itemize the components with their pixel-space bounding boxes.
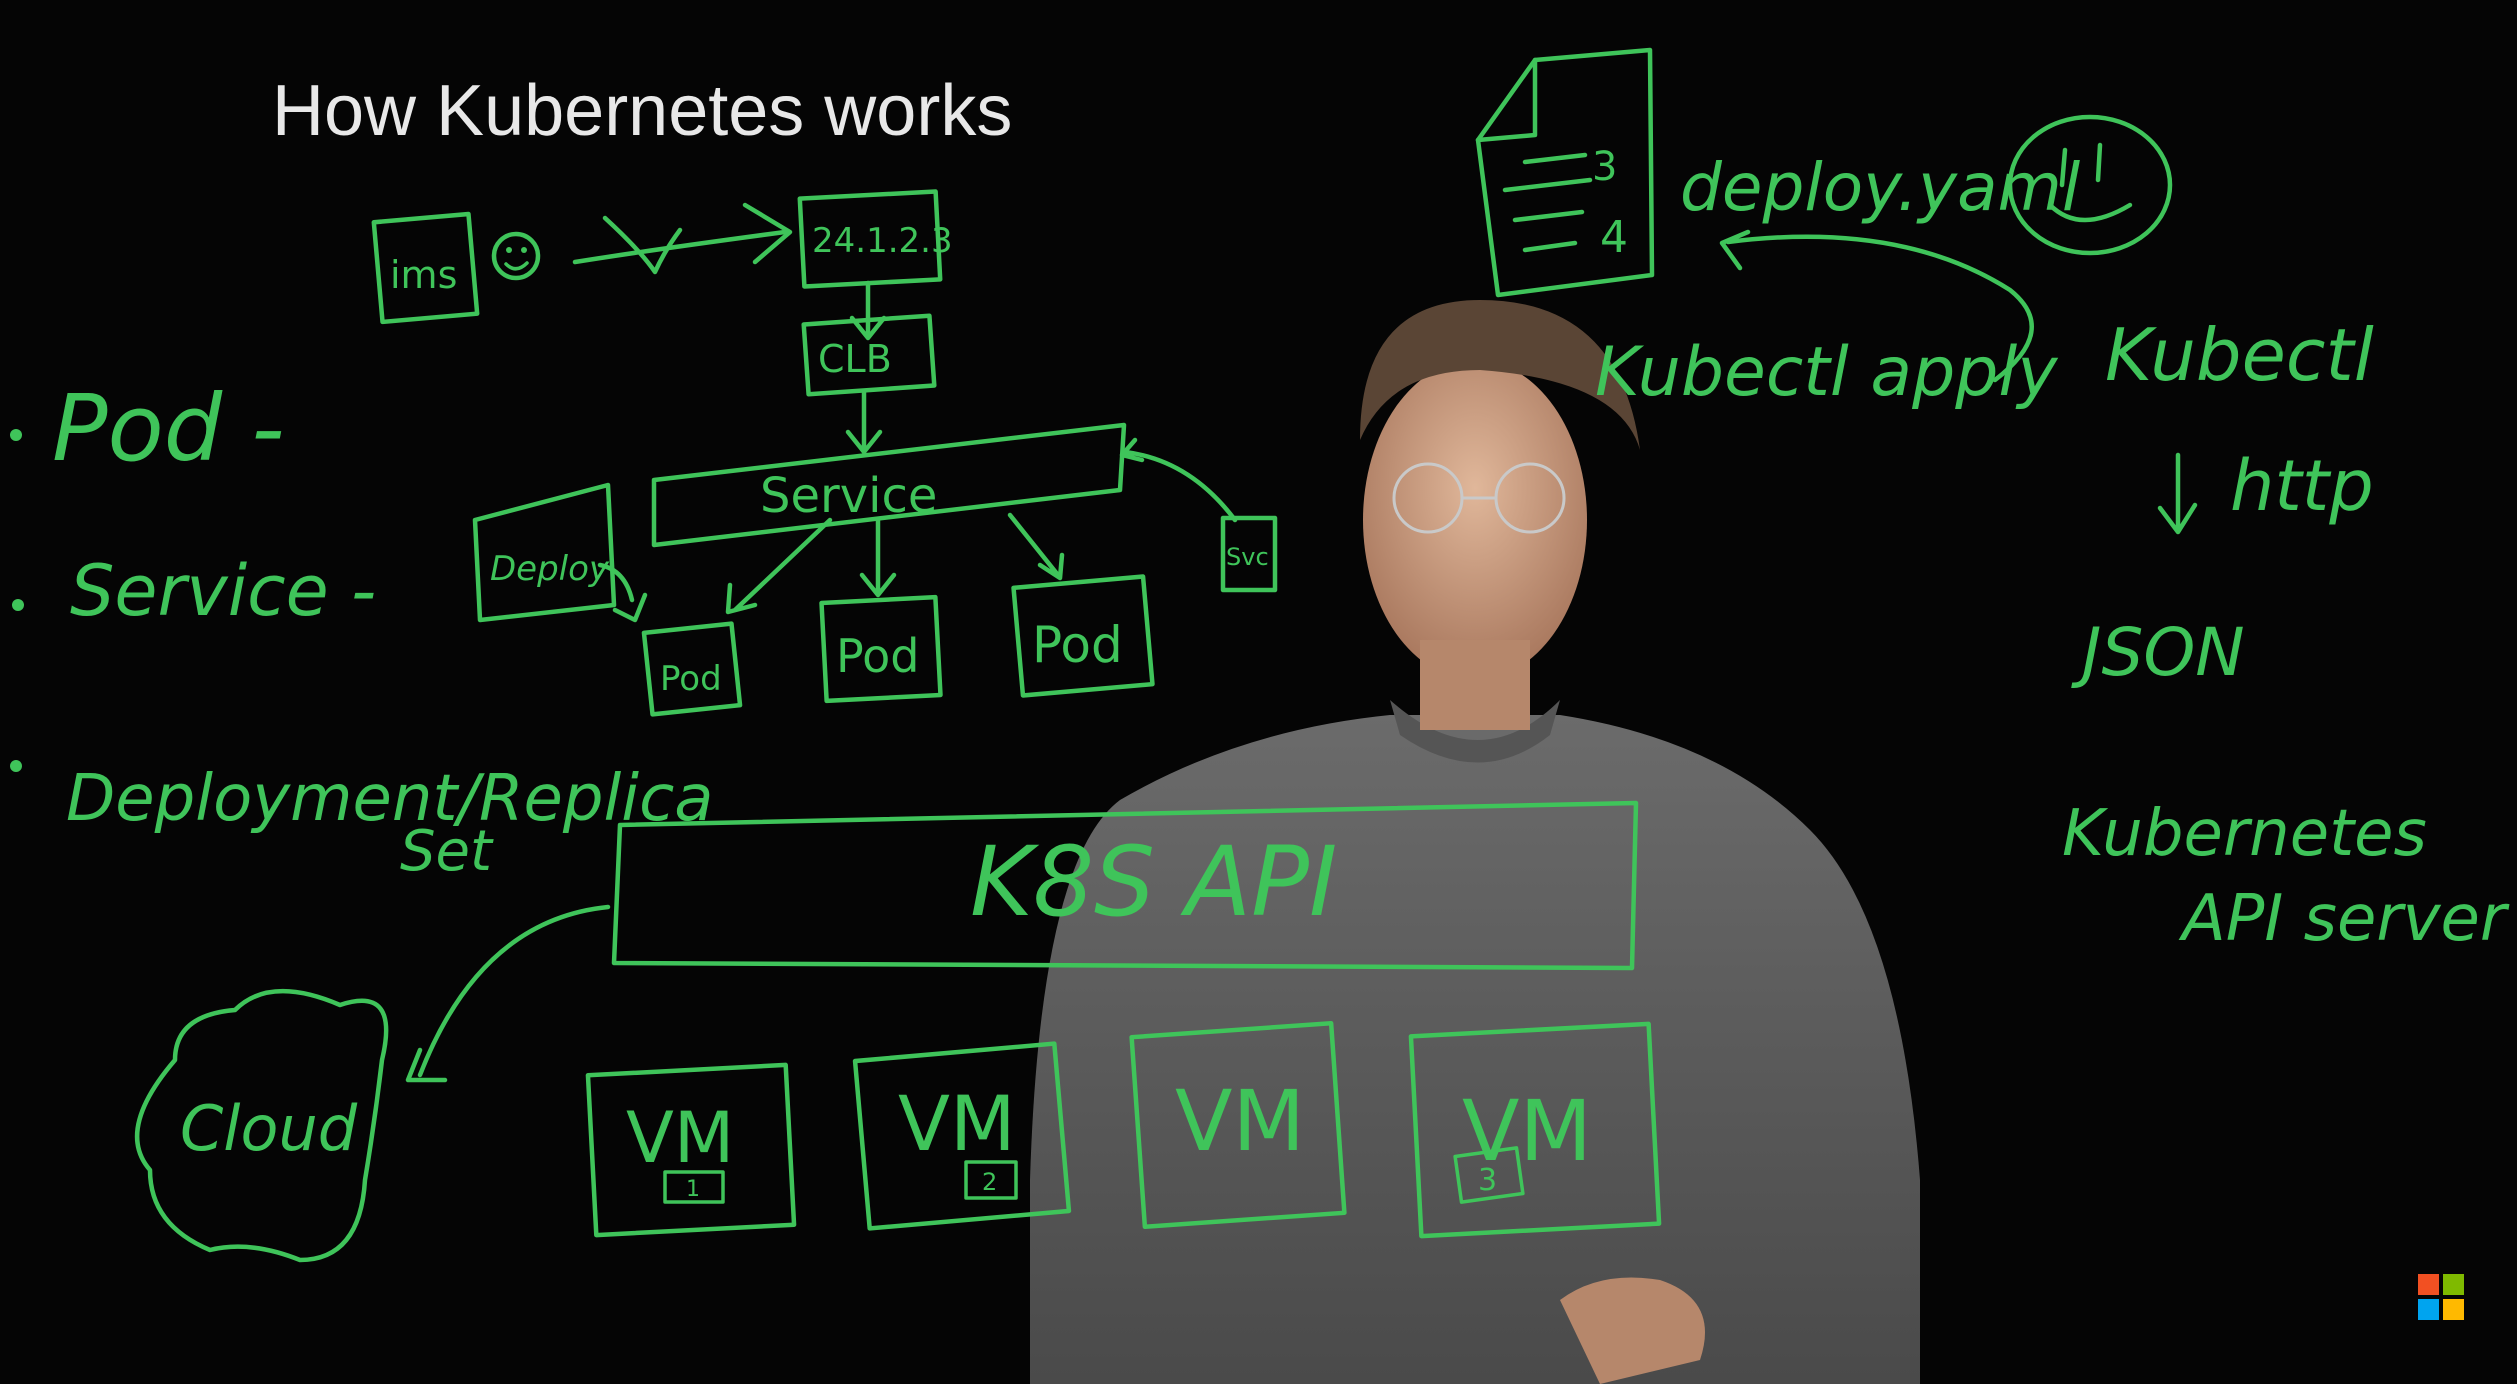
logo-square: [2443, 1274, 2464, 1295]
service-block: Service Svc: [651, 422, 1278, 615]
pod-box: [641, 621, 743, 717]
pod-row: Pod Pod Pod: [641, 574, 1155, 717]
vm-badge-label: 2: [982, 1168, 997, 1196]
vm-box: [1408, 1021, 1662, 1239]
arrow-down: [859, 517, 897, 598]
vm-label: VM: [626, 1097, 734, 1179]
cloud-label: Cloud: [180, 1092, 358, 1165]
cloud-arrow: [405, 904, 611, 1083]
kubectl-apply-label: Kubectl apply: [1595, 333, 2058, 412]
apply-arrow: [1725, 234, 2034, 383]
logo-square: [2418, 1274, 2439, 1295]
yaml-line-number: 4: [1600, 212, 1628, 263]
bullet-pod: Pod -: [52, 375, 285, 482]
document-icon: [1475, 47, 1655, 298]
cloud-shape: [134, 988, 389, 1263]
kubectl-apply-note: Kubectl apply: [1595, 229, 2058, 412]
arrow-down: [1007, 512, 1065, 581]
cloud-block: Cloud: [134, 904, 611, 1263]
arrow-down: [2157, 452, 2198, 535]
pod-box: [819, 594, 943, 704]
json-label: JSON: [2071, 614, 2245, 691]
bullet-deployment: Deployment/Replica: [66, 762, 713, 836]
vm-label: VM: [898, 1079, 1016, 1168]
smiley-face-icon: [491, 231, 541, 281]
vm-badge-label: 3: [1478, 1163, 1497, 1198]
deploy-box: [472, 482, 617, 623]
http-label: http: [2230, 445, 2374, 527]
k8s-api-box: [611, 800, 1639, 971]
clb-label: CLB: [818, 337, 892, 381]
ingress-flow: ims 24.1.2.3 CLB: [371, 189, 953, 455]
bullet-dot: [10, 429, 22, 441]
logo-square: [2418, 1299, 2439, 1320]
bullet-dot: [12, 599, 24, 611]
microsoft-logo-icon: [2418, 1274, 2464, 1320]
yaml-document: 3 4 deploy.yaml: [1475, 47, 2081, 298]
vm-badge: [964, 1160, 1018, 1200]
ims-box: [371, 211, 480, 325]
bullet-deployment-set: Set: [400, 819, 494, 884]
server-label-line1: Kubernetes: [2062, 797, 2427, 871]
k8s-api-block: K8S API: [611, 800, 1639, 971]
yaml-line-number: 3: [1592, 144, 1617, 190]
document-fold: [1475, 57, 1538, 143]
svc-box: [1220, 515, 1278, 593]
vm-label: VM: [1175, 1072, 1305, 1170]
vm-badge: [663, 1170, 725, 1204]
ip-label: 24.1.2.3: [812, 221, 953, 261]
ip-box: [797, 189, 943, 289]
vm-box: [585, 1062, 797, 1238]
clb-box: [801, 313, 937, 397]
service-label: Service: [760, 468, 937, 524]
kubectl-label: Kubectl: [2105, 313, 2374, 397]
svc-arrow: [1119, 437, 1238, 523]
vm-badge-label: 1: [686, 1177, 700, 1202]
ims-label: ims: [390, 253, 457, 297]
pod-label: Pod: [1032, 616, 1123, 674]
vm-box: [852, 1041, 1072, 1231]
arrow-head: [602, 215, 683, 275]
k8s-api-label: K8S API: [970, 826, 1337, 938]
vm-box: [1129, 1021, 1347, 1229]
pod-label: Pod: [660, 659, 722, 699]
request-path-notes: Kubectl http JSON Kubernetes API server: [2062, 313, 2510, 956]
arrow-head: [742, 202, 793, 265]
arrow-line: [572, 229, 788, 265]
arrow-down: [849, 280, 887, 341]
pod-box: [1011, 574, 1155, 698]
vm-row: VM 1 VM 2 VM VM 3: [585, 1021, 1662, 1239]
svc-label: Svc: [1226, 543, 1269, 571]
arrow-down: [725, 517, 833, 615]
vm-badge: [1453, 1146, 1525, 1204]
deploy-label: Deploy: [490, 549, 610, 589]
arrow-down: [845, 389, 883, 455]
bullet-list: Pod - Service - Deployment/Replica Set: [10, 375, 713, 884]
bullet-service: Service -: [70, 550, 376, 632]
bullet-dot: [10, 760, 22, 772]
server-label-line2: API server: [2178, 882, 2510, 956]
page-title: How Kubernetes works: [272, 71, 1013, 151]
service-box: [651, 422, 1127, 548]
pod-label: Pod: [836, 629, 919, 683]
document-lines: [1502, 152, 1593, 253]
deploy-block: Deploy: [472, 482, 648, 623]
apply-arrow-head: [1719, 229, 1751, 271]
yaml-filename: deploy.yaml: [1680, 149, 2081, 226]
arrow-right: [597, 562, 648, 623]
vm-label: VM: [1462, 1082, 1592, 1180]
logo-square: [2443, 1299, 2464, 1320]
smiley-face-icon: [2007, 114, 2173, 256]
